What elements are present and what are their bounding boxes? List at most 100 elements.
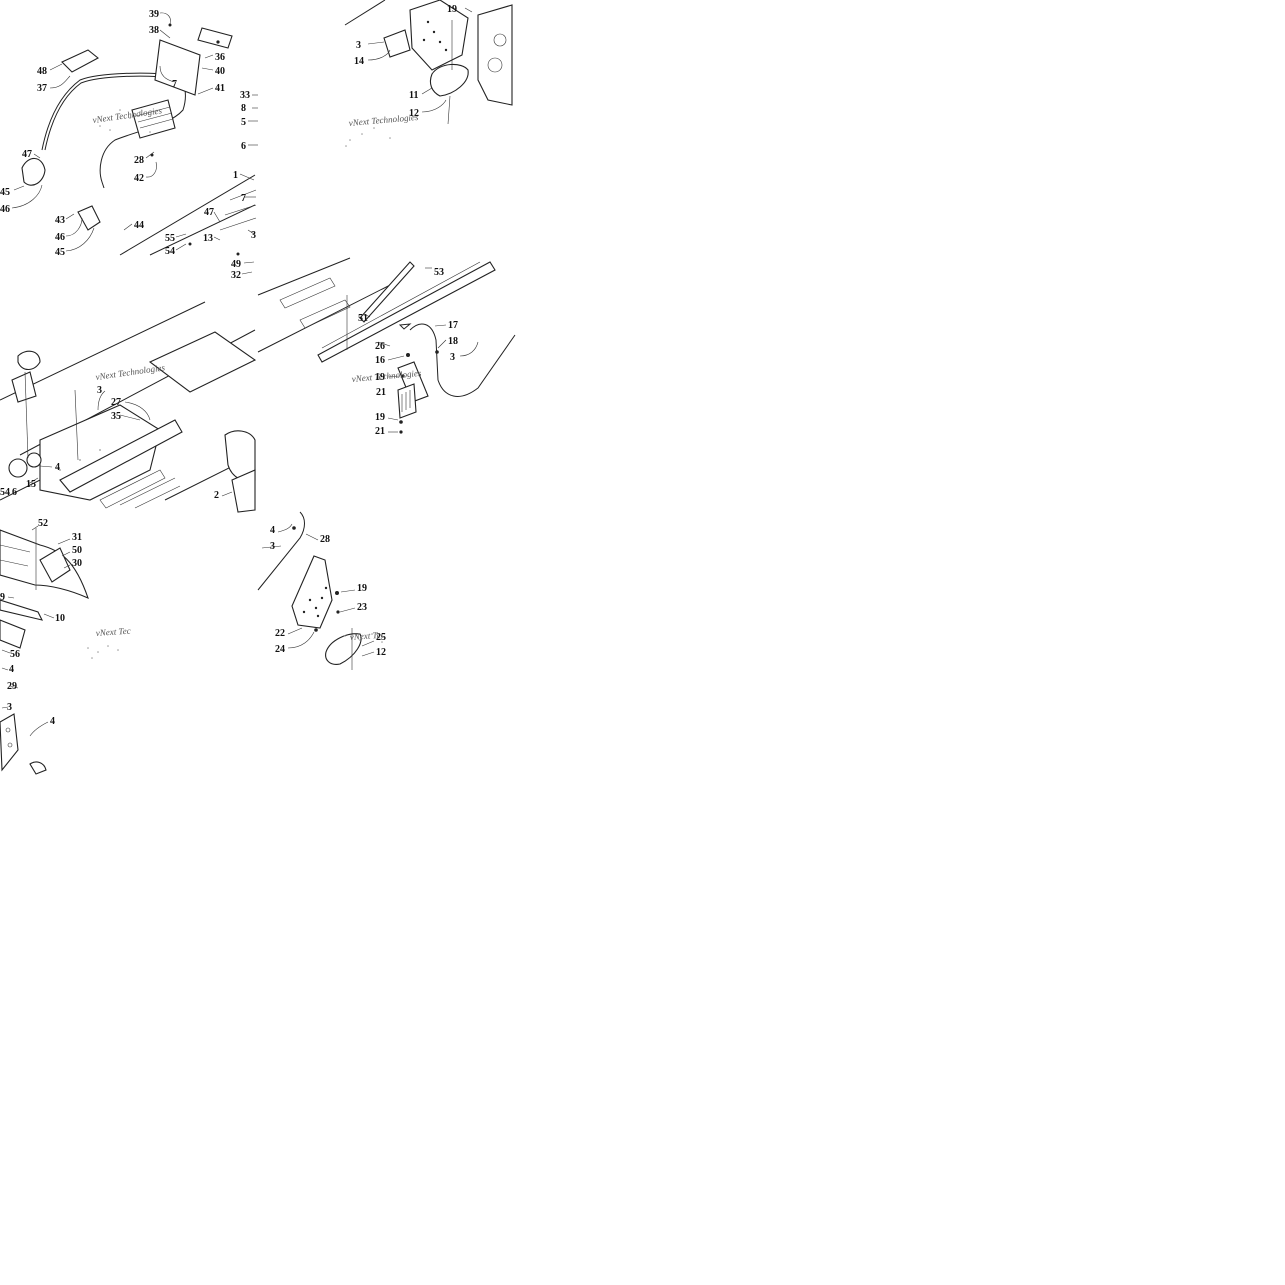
callout-label: 3 [356,40,361,51]
callout-label: 38 [149,25,159,36]
callout-label: 33 [240,90,250,101]
hitch-plate-part [0,713,19,772]
footrest-bracket-part [291,555,333,629]
callout-label: 42 [134,173,144,184]
flap-insert-part [39,547,71,583]
mount-bracket-part [197,27,233,49]
callout-label: 56 [10,649,20,660]
callouts-bottom-left: 52 31 50 30 10 9 56 4 29 3 4 [0,518,82,727]
watermark-text: vNext Tec [95,626,131,638]
side-rail-part [317,261,496,363]
callout-label: 8 [241,103,246,114]
callout-label: 32 [231,270,241,281]
skid-plate-part [0,619,26,649]
grille-part [131,99,176,139]
callout-label: 19 [375,412,385,423]
callout-label: 45 [55,247,65,258]
callout-label: 4 [55,462,60,473]
callouts-middle-right: 53 51 17 18 16 26 3 19 21 19 21 [358,267,458,437]
tile-middle-left: vNext Technologies [0,301,257,513]
footrest-pad-part [429,63,469,97]
callout-label: 19 [357,583,367,594]
callout-label: 7 [241,193,246,204]
callout-label: 12 [409,108,419,119]
callout-label: 43 [55,215,65,226]
access-panel-part [148,331,257,393]
callout-label: 11 [409,90,418,101]
watermark-text: vNext Tec [349,630,385,642]
callout-label: 40 [215,66,225,77]
side-panel-part [477,4,513,106]
pad-part [61,49,99,73]
callout-label: 54 [165,246,175,257]
callout-label: 49 [231,259,241,270]
reflector-part [17,350,41,371]
callout-label: 4 [270,525,275,536]
callout-label: 7 [172,79,177,90]
hitch-part [231,469,256,513]
callout-label: 6 [12,487,17,498]
callout-label: 21 [375,426,385,437]
callout-label: 50 [72,545,82,556]
vent-plate-part [397,383,417,419]
watermark-text: vNext Technologies [95,362,166,382]
callout-label: 28 [320,534,330,545]
callout-label: 30 [72,558,82,569]
callout-label: 27 [111,397,121,408]
clamp-part [77,205,101,231]
callout-label: 3 [251,230,256,241]
callout-label: 3 [450,352,455,363]
callout-label: 55 [165,233,175,244]
callout-label: 46 [0,204,10,215]
running-board-part [59,419,183,493]
callout-label: 35 [111,411,121,422]
callout-label: 25 [376,632,386,643]
callout-label: 53 [434,267,444,278]
callout-label: 39 [149,9,159,20]
callout-label: 9 [0,592,5,603]
callout-label: 18 [448,336,458,347]
callout-label: 22 [275,628,285,639]
callout-label: 16 [375,355,385,366]
callouts-top-left: 39 38 36 40 7 41 48 37 33 8 5 6 28 42 47… [0,9,256,281]
callout-label: 45 [0,187,10,198]
callout-label: 31 [72,532,82,543]
callout-label: 2 [214,490,219,501]
callout-label: 17 [448,320,458,331]
callout-label: 46 [55,232,65,243]
callout-label: 24 [275,644,285,655]
callout-label: 13 [203,233,213,244]
knob-part [8,458,28,478]
steering-post-part [409,323,516,397]
callout-label: 47 [204,207,214,218]
tile-top-right: vNext Technologies [344,0,513,147]
callout-label: 14 [354,56,364,67]
callout-label: 54 [0,487,10,498]
callout-label: 3 [97,385,102,396]
callout-label: 19 [447,4,457,15]
callout-label: 15 [26,479,36,490]
tile-bottom-middle: vNext Tec [257,511,385,670]
callout-label: 3 [7,702,12,713]
callout-label: 5 [241,117,246,128]
callout-label: 47 [22,149,32,160]
rear-bumper-part [0,599,44,621]
callout-label: 4 [50,716,55,727]
support-rod-part [257,511,305,591]
callout-label: 41 [215,83,225,94]
callout-label: 1 [233,170,238,181]
bracket-plate-part [154,39,201,96]
callout-label: 26 [375,341,385,352]
callouts-bottom-middle: 4 3 28 19 23 22 24 25 12 [270,525,386,658]
tile-top-left: vNext Technologies [11,12,258,275]
callouts-top-right: 19 3 14 11 12 [354,4,457,119]
tile-middle-right: vNext Technologies [257,257,516,434]
callout-label: 29 [7,681,17,692]
bumper-slot-part [279,277,351,329]
callout-label: 3 [270,541,275,552]
callout-label: 19 [375,372,385,383]
hand-guard-part [21,157,46,186]
callout-label: 4 [9,664,14,675]
callout-label: 23 [357,602,367,613]
